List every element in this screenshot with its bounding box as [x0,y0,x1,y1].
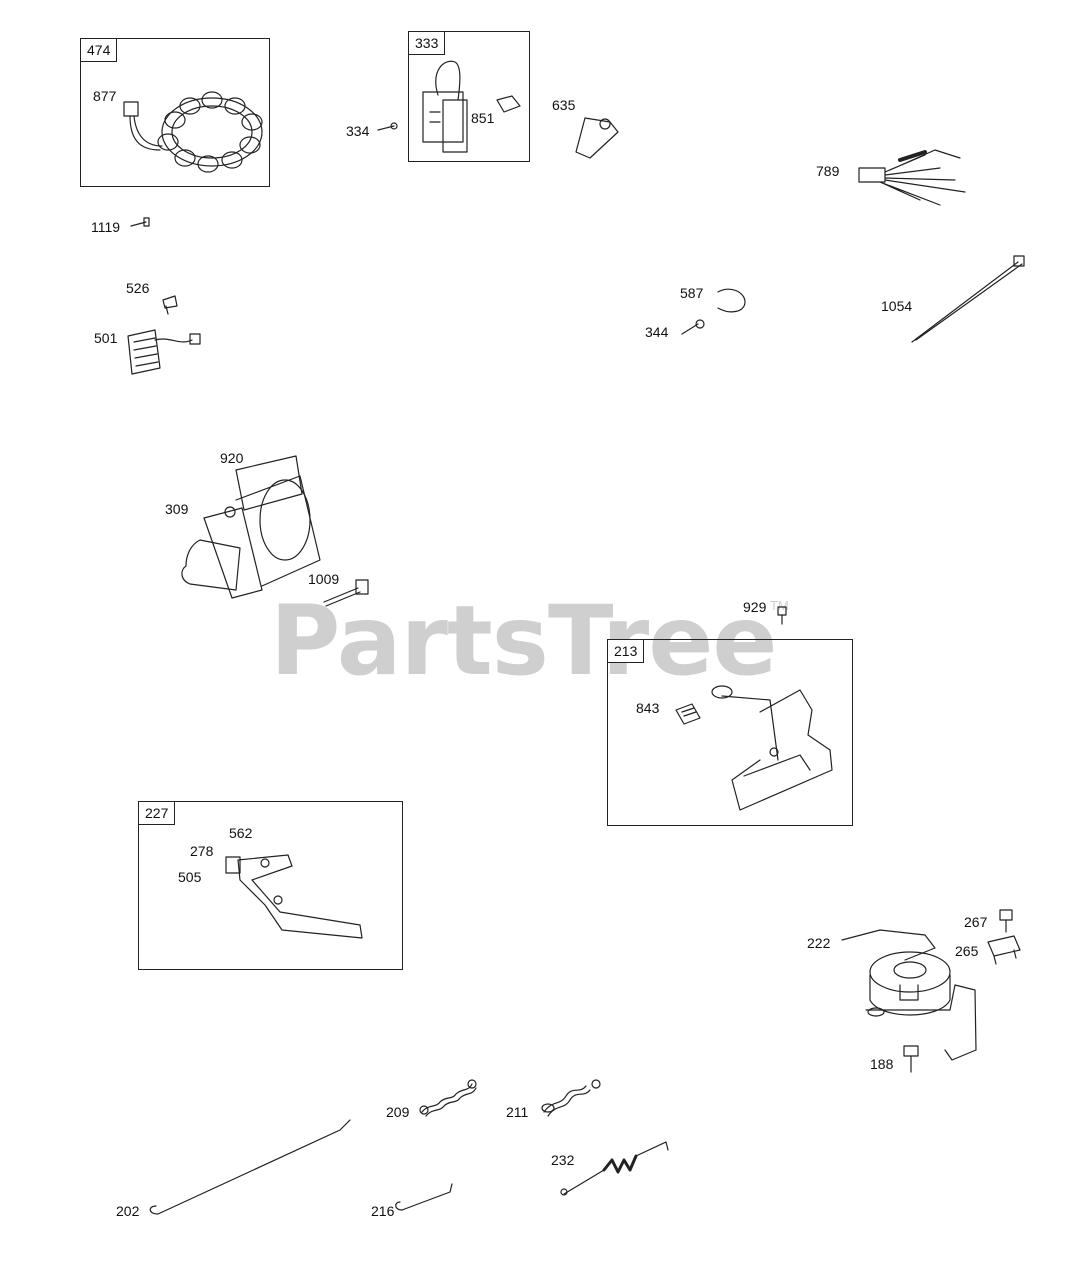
kit-box-213[interactable]: 213 [607,639,853,826]
kit-box-227[interactable]: 227 [138,801,403,970]
bolt-188-drawing[interactable] [903,1045,919,1073]
screw-334-drawing[interactable] [377,122,398,131]
starter-motor-309-drawing[interactable] [181,455,321,599]
rod-202-drawing[interactable] [149,1119,351,1215]
part-number-209: 209 [386,1104,410,1120]
wire-harness-789-drawing[interactable] [858,149,966,206]
screw-1119-drawing[interactable] [130,217,150,227]
part-number-1119: 1119 [91,219,121,235]
part-number-216: 216 [371,1203,395,1219]
part-number-344: 344 [645,324,669,340]
part-number-1054: 1054 [881,298,913,314]
part-number-222: 222 [807,935,831,951]
spring-232-drawing[interactable] [560,1141,669,1196]
screw-526-drawing[interactable] [162,295,178,315]
watermark-trademark: TM [770,598,789,613]
kit-label-227: 227 [139,802,176,825]
part-number-929: 929 [743,599,767,615]
spring-209-drawing[interactable] [419,1079,477,1117]
kit-box-474[interactable]: 474 [80,38,270,187]
kit-label-213: 213 [608,640,645,663]
control-bracket-213-drawing[interactable] [711,685,833,811]
clip-843-drawing[interactable] [675,703,701,725]
part-number-877: 877 [93,88,117,104]
part-number-211: 211 [506,1104,529,1120]
ignition-coil-333-drawing[interactable] [422,60,468,153]
part-number-334: 334 [346,123,370,139]
part-number-843: 843 [636,700,660,716]
kit-label-474: 474 [81,39,118,62]
spark-plug-boot-635-drawing[interactable] [575,117,619,159]
part-number-505: 505 [178,869,202,885]
clip-265-drawing[interactable] [987,935,1021,965]
screw-929-drawing[interactable] [777,606,787,625]
spring-211-drawing[interactable] [541,1079,601,1117]
part-number-278: 278 [190,843,214,859]
part-number-635: 635 [552,97,576,113]
rectifier-501-drawing[interactable] [127,329,201,375]
bolt-1009-drawing[interactable] [323,579,369,607]
cable-tie-1054-drawing[interactable] [911,255,1025,343]
clamp-587-drawing[interactable] [717,288,746,313]
part-number-202: 202 [116,1203,140,1219]
rod-216-drawing[interactable] [395,1183,453,1211]
screw-851-drawing[interactable] [496,95,521,113]
kit-box-333[interactable]: 333 [408,31,530,162]
screw-344-drawing[interactable] [681,319,705,335]
part-number-851: 851 [471,110,495,126]
part-number-309: 309 [165,501,189,517]
stator-877-drawing[interactable] [123,91,263,173]
part-number-526: 526 [126,280,150,296]
part-number-501: 501 [94,330,118,346]
part-number-587: 587 [680,285,704,301]
part-number-1009: 1009 [308,571,340,587]
part-number-267: 267 [964,914,988,930]
part-number-562: 562 [229,825,253,841]
part-number-265: 265 [955,943,979,959]
part-number-789: 789 [816,163,840,179]
part-number-232: 232 [551,1152,575,1168]
part-number-188: 188 [870,1056,894,1072]
governor-lever-227-drawing[interactable] [225,854,363,939]
watermark: PartsTree [270,585,777,697]
bolt-267-drawing[interactable] [999,909,1013,933]
control-assembly-222-drawing[interactable] [841,929,977,1061]
part-number-920: 920 [220,450,244,466]
kit-label-333: 333 [409,32,446,55]
